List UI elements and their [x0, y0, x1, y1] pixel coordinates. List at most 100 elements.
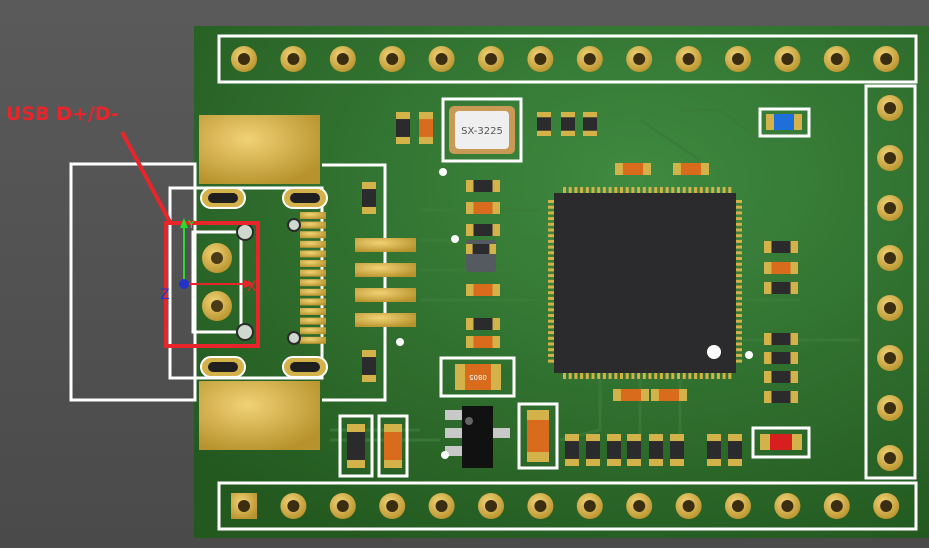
led-red-outline: [751, 426, 811, 459]
header-pin: [877, 295, 903, 321]
bottom-header-outline: [217, 481, 918, 531]
header-pin: [877, 395, 903, 421]
crystal-outline: [441, 97, 523, 163]
usb-shield-pad-top: [199, 115, 320, 184]
header-pin: [428, 493, 455, 519]
smd-passive: [466, 336, 500, 348]
smd-passive: [362, 182, 376, 214]
header-pin: [576, 46, 603, 72]
smd-passive: [615, 163, 651, 175]
mcu-pin1-dot: [707, 345, 721, 359]
header-pin: [823, 493, 850, 519]
header-pin: [877, 245, 903, 271]
header-pin: [379, 46, 406, 72]
smd-passive: [764, 371, 798, 383]
cap-0805-outline: [439, 356, 516, 398]
smd-passive: [565, 434, 579, 466]
header-pin: [877, 145, 903, 171]
axis-gizmo: X Y Z: [160, 218, 257, 303]
smd-passive: [586, 434, 600, 466]
header-pin: [576, 493, 603, 519]
led-red: [770, 434, 792, 450]
usb-shield-pad-bottom: [199, 381, 320, 450]
bottom-header-pins: [231, 493, 900, 519]
crystal-label: SX-3225: [461, 126, 503, 137]
header-pin: [877, 95, 903, 121]
header-pin: [725, 46, 751, 72]
header-pin: [478, 46, 504, 72]
smd-passive: [561, 112, 575, 136]
smd-passive: [466, 284, 500, 296]
header-pin: [877, 345, 903, 371]
header-pin: [823, 46, 850, 72]
header-pin: [877, 445, 903, 471]
header-pin: [675, 493, 702, 519]
smd-passive: [728, 434, 742, 466]
usb-outer-outline: [69, 162, 197, 402]
header-pin: [873, 46, 900, 72]
regulator-chip: [462, 406, 493, 468]
smd-passive: [466, 180, 500, 192]
smd-passive: [466, 202, 500, 214]
smd-passive: [466, 244, 496, 254]
axis-y-label: Y: [187, 218, 195, 231]
cap-0805-vertical-outline: [517, 402, 559, 470]
top-header-outline: [217, 34, 918, 84]
smd-passive: [419, 112, 433, 144]
header-pin: [527, 493, 554, 519]
header-pin: [774, 46, 801, 72]
smd-passive: [673, 163, 709, 175]
smd-passive: [583, 112, 597, 136]
led-blue: [774, 114, 794, 130]
dplus-dminus-outline: [191, 230, 243, 334]
smd-passive: [607, 434, 621, 466]
callout-line: [120, 131, 172, 223]
smd-passive: [764, 241, 798, 253]
header-pin: [527, 46, 554, 72]
usb-signal-pads: [300, 212, 326, 344]
header-pin: [626, 46, 653, 72]
mcu-chip: [554, 193, 736, 373]
smd-passive: [764, 282, 798, 294]
header-pin: [675, 46, 702, 72]
smd-passive: [764, 262, 798, 274]
smd-passive: [362, 350, 376, 382]
smd-passive: [764, 352, 798, 364]
header-pin: [231, 46, 257, 72]
smd-passive: [627, 434, 641, 466]
cap-0805-label: 0805: [469, 373, 487, 381]
led-blue-outline: [758, 107, 811, 138]
mcu-pins: [548, 187, 742, 379]
smd-passive: [764, 333, 798, 345]
axis-x-label: X: [247, 279, 257, 295]
header-pin: [280, 46, 307, 72]
axis-z-label: Z: [160, 287, 170, 303]
smd-passive: [649, 434, 663, 466]
smd-passive: [707, 434, 721, 466]
smd-passive: [670, 434, 684, 466]
header-pin: [231, 493, 257, 519]
header-pin: [428, 46, 455, 72]
smd-passive: [466, 224, 500, 236]
highlight-box: [164, 221, 260, 348]
header-pin: [626, 493, 653, 519]
right-header-outline: [864, 84, 917, 480]
fiducials: [396, 168, 753, 459]
smd-passive: [764, 391, 798, 403]
header-pin: [478, 493, 504, 519]
header-pin: [379, 493, 406, 519]
header-pin: [329, 493, 356, 519]
usb-silk-outline: [322, 163, 387, 402]
header-pin: [329, 46, 356, 72]
header-pin: [280, 493, 307, 519]
header-pin: [774, 493, 801, 519]
cap-0603-outline: [377, 414, 409, 478]
res-0603-outline: [338, 414, 374, 478]
passive-components: [362, 112, 798, 466]
smd-passive: [396, 112, 410, 144]
header-pin: [725, 493, 751, 519]
power-pads: [355, 238, 416, 327]
smd-passive: [651, 389, 687, 401]
top-header-pins: [231, 46, 900, 72]
